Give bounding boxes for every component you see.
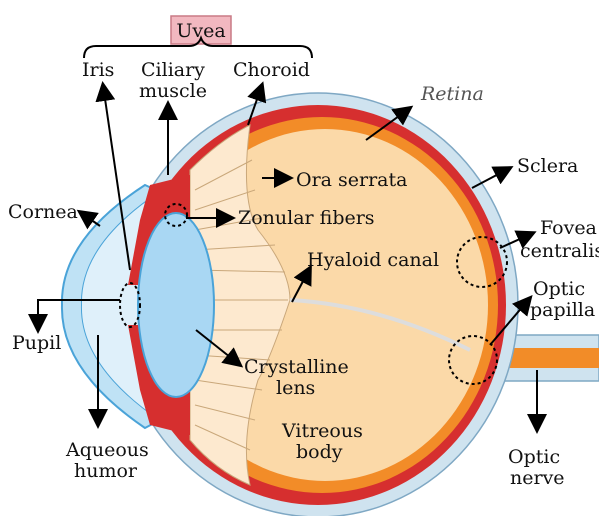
sclera-label: Sclera: [517, 155, 578, 177]
vitreous-label-1: Vitreous: [281, 420, 363, 442]
hyaloid-canal-label: Hyaloid canal: [307, 249, 439, 271]
fovea-label-2: centralis: [520, 240, 599, 262]
zonular-fibers-label: Zonular fibers: [238, 207, 375, 229]
ora-serrata-label: Ora serrata: [296, 169, 407, 191]
lens-label-2: lens: [276, 377, 315, 399]
ciliary-label-2: muscle: [139, 80, 207, 102]
iris-label: Iris: [82, 59, 114, 81]
cornea-label: Cornea: [8, 201, 78, 223]
aqueous-label-1: Aqueous: [65, 439, 149, 461]
pupil-label: Pupil: [12, 332, 61, 354]
lens-shape: [138, 213, 214, 397]
choroid-label: Choroid: [233, 59, 310, 81]
cornea-arrow: [80, 212, 100, 226]
vitreous-label-2: body: [296, 441, 343, 463]
aqueous-label-2: humor: [74, 460, 138, 482]
optic-papilla-label-2: papilla: [530, 299, 595, 321]
ciliary-label-1: Ciliary: [141, 59, 205, 81]
optic-nerve-label-2: nerve: [510, 467, 565, 489]
optic-nerve-label-1: Optic: [508, 446, 560, 468]
optic-papilla-label-1: Optic: [533, 278, 585, 300]
lens-label-1: Crystalline: [244, 356, 349, 378]
fovea-label-1: Fovea: [540, 217, 597, 239]
retina-label: Retina: [420, 83, 484, 105]
